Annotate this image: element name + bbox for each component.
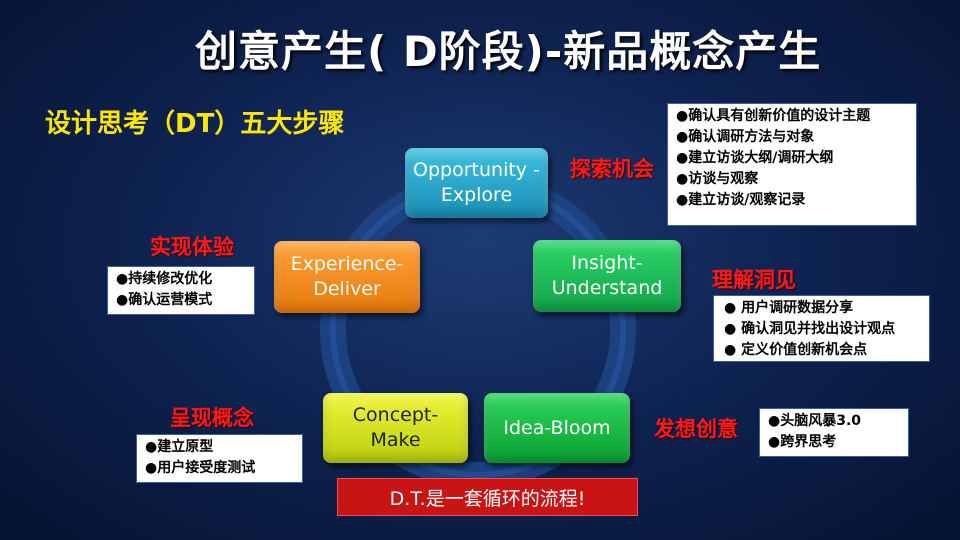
stage-label-insight: 理解洞见 (712, 268, 796, 292)
explore-task-list: ●确认具有创新价值的设计主题 ●确认调研方法与对象 ●建立访谈大纲/调研大纲 ●… (667, 103, 917, 226)
list-item: ●确认调研方法与对象 (676, 129, 815, 145)
list-item: ●建立原型 (145, 439, 214, 455)
step-insight-label: Insight- Understand (551, 252, 663, 299)
list-item: ●跨界思考 (768, 434, 837, 450)
list-item: ● 确认洞见并找出设计观点 (724, 321, 896, 337)
step-insight-understand: Insight- Understand (533, 240, 681, 312)
stage-label-experience: 实现体验 (150, 235, 234, 259)
experience-task-list: ●持续修改优化 ●确认运营模式 (107, 266, 255, 315)
stage-label-idea: 发想创意 (654, 417, 738, 441)
cycle-note-banner: D.T.是一套循环的流程! (337, 478, 638, 516)
list-item: ●头脑风暴3.0 (768, 413, 862, 429)
idea-task-list: ●头脑风暴3.0 ●跨界思考 (759, 408, 909, 457)
step-idea-label: Idea-Bloom (503, 416, 611, 439)
list-item: ● 定义价值创新机会点 (724, 342, 868, 358)
list-item: ● 用户调研数据分享 (724, 300, 854, 316)
list-item: ●确认运营模式 (116, 292, 213, 308)
step-opportunity-label: Opportunity - Explore (413, 159, 540, 206)
list-item: ●确认具有创新价值的设计主题 (676, 108, 871, 124)
step-concept-label: Concept- Make (352, 404, 439, 451)
stage-label-explore: 探索机会 (570, 157, 654, 181)
step-experience-deliver: Experience- Deliver (274, 241, 420, 313)
step-concept-make: Concept- Make (323, 393, 468, 463)
step-experience-label: Experience- Deliver (290, 253, 404, 300)
step-idea-bloom: Idea-Bloom (484, 393, 630, 463)
list-item: ●建立访谈大纲/调研大纲 (676, 150, 834, 166)
concept-task-list: ●建立原型 ●用户接受度测试 (136, 434, 303, 483)
list-item: ●访谈与观察 (676, 171, 759, 187)
list-item: ●持续修改优化 (116, 271, 213, 287)
slide-title: 创意产生( D阶段)-新品概念产生 (195, 27, 822, 76)
insight-task-list: ● 用户调研数据分享 ● 确认洞见并找出设计观点 ● 定义价值创新机会点 (713, 295, 930, 362)
slide-subtitle: 设计思考（DT）五大步骤 (45, 109, 345, 139)
step-opportunity-explore: Opportunity - Explore (405, 148, 548, 218)
stage-label-concept: 呈现概念 (170, 406, 254, 430)
list-item: ●用户接受度测试 (145, 460, 256, 476)
list-item: ●建立访谈/观察记录 (676, 192, 806, 208)
